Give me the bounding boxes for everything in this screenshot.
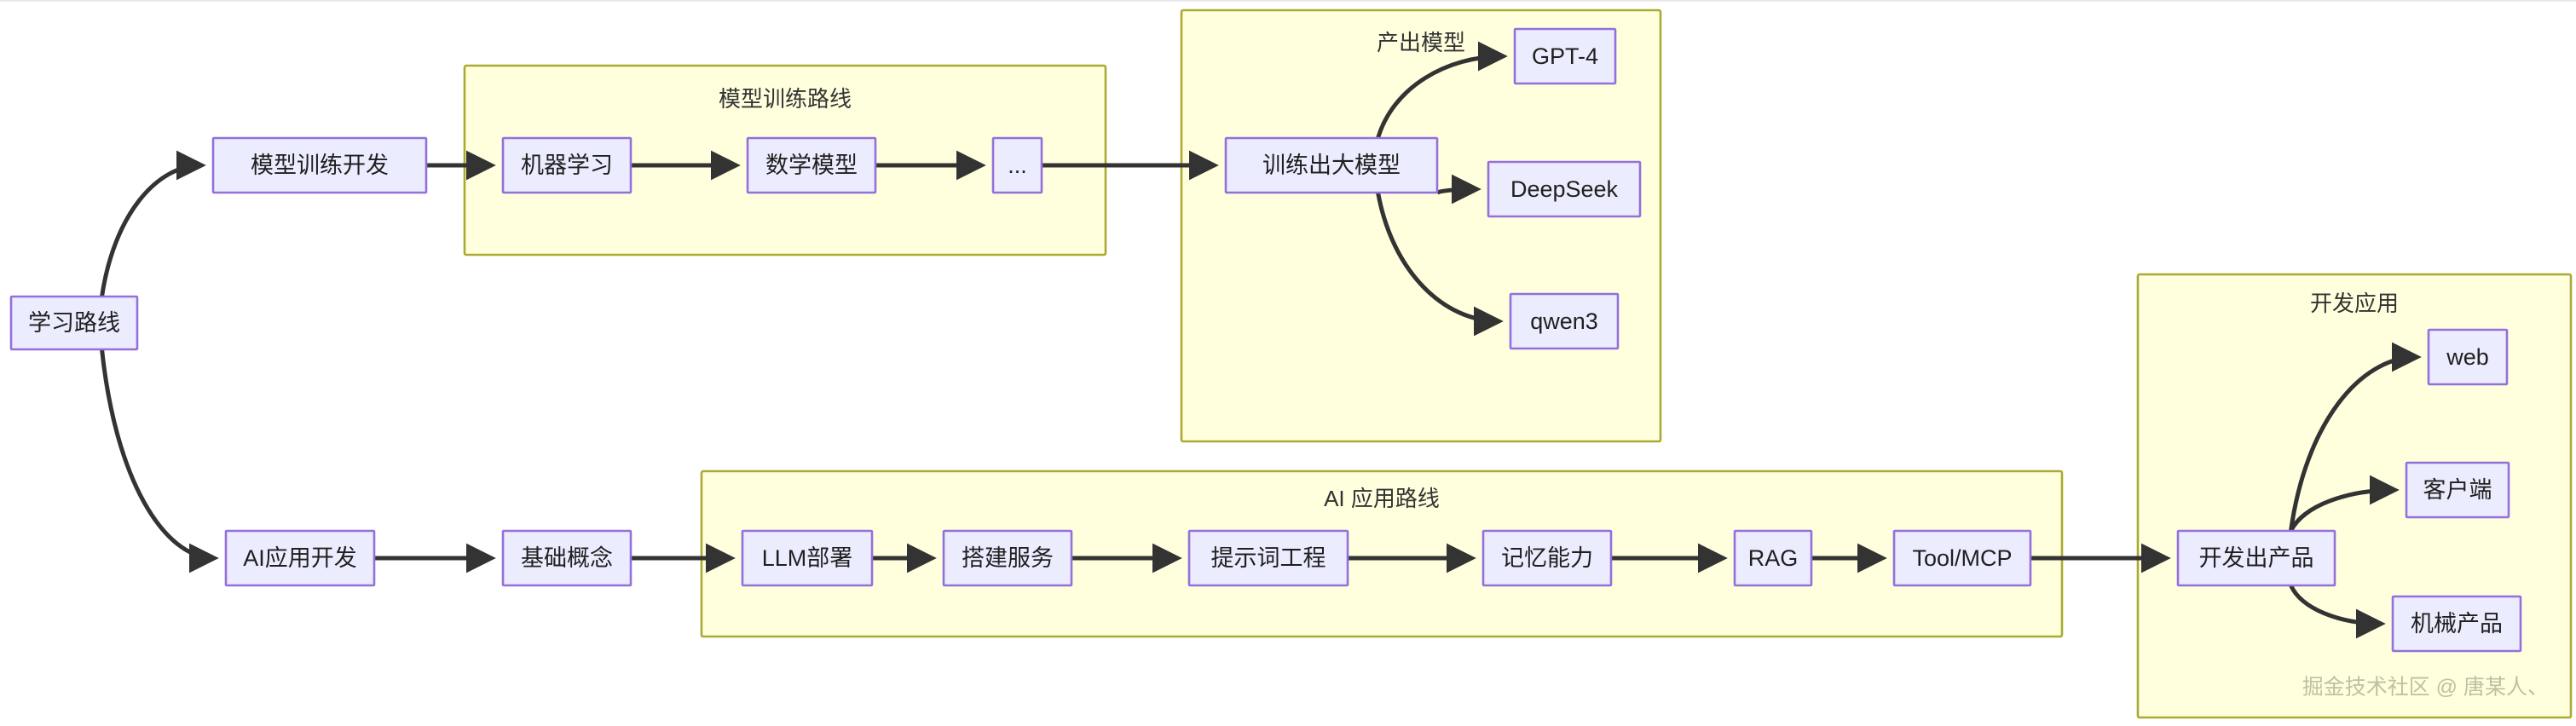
- node-n_build_service[interactable]: 搭建服务: [942, 529, 1073, 587]
- node-label: 模型训练开发: [251, 153, 389, 178]
- node-label: qwen3: [1530, 308, 1598, 334]
- cluster-label: 产出模型: [1377, 30, 1465, 55]
- node-label: 学习路线: [28, 310, 120, 336]
- node-n_basic_concept[interactable]: 基础概念: [501, 529, 632, 587]
- node-label: DeepSeek: [1510, 176, 1619, 202]
- node-box[interactable]: [1487, 160, 1642, 218]
- node-n_client[interactable]: 客户端: [2405, 461, 2510, 519]
- node-label: 搭建服务: [962, 545, 1054, 571]
- node-box[interactable]: [1892, 529, 2032, 587]
- node-n_web[interactable]: web: [2427, 328, 2509, 386]
- node-box[interactable]: [501, 136, 632, 194]
- node-n_ai_app_dev[interactable]: AI应用开发: [224, 529, 376, 587]
- edge-group: [100, 41, 2422, 639]
- node-label: 开发出产品: [2199, 545, 2314, 571]
- node-box[interactable]: [991, 136, 1043, 194]
- cluster-label: 开发应用: [2310, 291, 2399, 316]
- node-box[interactable]: [1513, 27, 1617, 85]
- node-box[interactable]: [1481, 529, 1613, 587]
- node-group: 学习路线 模型训练开发 机器学习 数学模型... 训练出大模型 GPT-4DeepSeek…: [9, 27, 2522, 653]
- cluster-c_ai_app: AI 应用路线: [700, 470, 2064, 638]
- node-label: 客户端: [2423, 477, 2492, 503]
- node-label: 机械产品: [2411, 611, 2503, 637]
- node-label: 训练出大模型: [1262, 153, 1401, 178]
- node-n_qwen3[interactable]: qwen3: [1509, 292, 1620, 350]
- node-label: ...: [1008, 153, 1027, 178]
- node-n_product[interactable]: 开发出产品: [2176, 529, 2336, 587]
- node-label: GPT-4: [1532, 43, 1598, 69]
- node-box[interactable]: [2427, 328, 2509, 386]
- edge-n_train_llm-to-n_deepseek: [1435, 174, 1481, 205]
- node-n_math_model[interactable]: 数学模型: [746, 136, 877, 194]
- node-n_llm_deploy[interactable]: LLM部署: [741, 529, 874, 587]
- node-label: 基础概念: [521, 545, 613, 571]
- node-n_memory[interactable]: 记忆能力: [1481, 529, 1613, 587]
- node-box[interactable]: [2176, 529, 2336, 587]
- edge-n_train_llm-to-n_qwen3: [1376, 192, 1504, 337]
- node-box[interactable]: [1509, 292, 1620, 350]
- node-box[interactable]: [741, 529, 874, 587]
- node-box[interactable]: [2391, 595, 2522, 653]
- cluster-label: AI 应用路线: [1324, 486, 1440, 511]
- node-n_learn_path[interactable]: 学习路线: [9, 295, 139, 351]
- watermark-group: 掘金技术社区 @ 唐某人、: [2302, 676, 2549, 700]
- node-box[interactable]: [746, 136, 877, 194]
- node-box[interactable]: [1224, 136, 1439, 194]
- node-label: 机器学习: [521, 153, 613, 178]
- node-n_ellipsis[interactable]: ...: [991, 136, 1043, 194]
- node-box[interactable]: [501, 529, 632, 587]
- cluster-label: 模型训练路线: [719, 86, 852, 112]
- node-n_tool_mcp[interactable]: Tool/MCP: [1892, 529, 2032, 587]
- node-n_prompt_eng[interactable]: 提示词工程: [1187, 529, 1349, 587]
- node-label: AI应用开发: [243, 545, 357, 571]
- edge-n_product-to-n_machine_prod: [2289, 584, 2386, 639]
- node-n_train_llm[interactable]: 训练出大模型: [1224, 136, 1439, 194]
- node-n_gpt4[interactable]: GPT-4: [1513, 27, 1617, 85]
- node-label: LLM部署: [762, 545, 853, 571]
- top-divider: [0, 0, 2576, 2]
- watermark-text: 掘金技术社区 @ 唐某人、: [2302, 676, 2549, 700]
- edge-n_train_llm-to-n_gpt4: [1376, 41, 1508, 139]
- node-n_model_dev[interactable]: 模型训练开发: [211, 136, 428, 194]
- node-box[interactable]: [2405, 461, 2510, 519]
- node-box[interactable]: [211, 136, 428, 194]
- node-n_ml[interactable]: 机器学习: [501, 136, 632, 194]
- node-label: 数学模型: [765, 153, 858, 178]
- node-n_machine_prod[interactable]: 机械产品: [2391, 595, 2522, 653]
- edge-n_learn_path-to-n_ai_app_dev: [100, 349, 219, 573]
- node-box[interactable]: [1187, 529, 1349, 587]
- cluster-group: 模型训练路线 产出模型 AI 应用路线 开发应用: [463, 9, 2573, 719]
- node-label: RAG: [1748, 545, 1799, 571]
- node-box[interactable]: [9, 295, 139, 351]
- node-n_deepseek[interactable]: DeepSeek: [1487, 160, 1642, 218]
- node-n_rag[interactable]: RAG: [1733, 529, 1813, 587]
- node-label: web: [2446, 344, 2489, 370]
- edge-n_learn_path-to-n_model_dev: [100, 150, 206, 297]
- node-label: Tool/MCP: [1912, 545, 2012, 571]
- node-box[interactable]: [1733, 529, 1813, 587]
- node-label: 提示词工程: [1211, 545, 1326, 571]
- node-box[interactable]: [224, 529, 376, 587]
- node-label: 记忆能力: [1501, 545, 1593, 571]
- cluster-box: [700, 470, 2064, 638]
- edge-n_product-to-n_client: [2289, 475, 2400, 533]
- node-box[interactable]: [942, 529, 1073, 587]
- edge-n_product-to-n_web: [2289, 342, 2422, 532]
